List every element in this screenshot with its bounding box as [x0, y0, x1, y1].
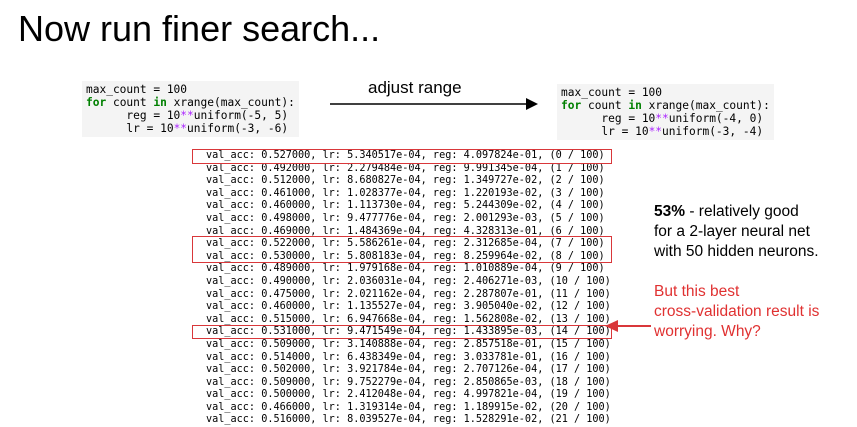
output-line: val_acc: 0.461000, lr: 1.028377e-04, reg… — [206, 187, 605, 199]
output-line: val_acc: 0.516000, lr: 8.039527e-04, reg… — [206, 414, 611, 426]
output-line: val_acc: 0.500000, lr: 2.412048e-04, reg… — [206, 389, 611, 401]
adjust-range-label: adjust range — [368, 78, 462, 97]
output-line: val_acc: 0.460000, lr: 1.113730e-04, reg… — [206, 200, 605, 212]
output-line: val_acc: 0.509000, lr: 9.752279e-04, reg… — [206, 376, 611, 388]
output-line: val_acc: 0.522000, lr: 5.586261e-04, reg… — [206, 238, 605, 250]
warning-note: But this best cross-validation result is… — [654, 283, 820, 340]
slide-title: Now run finer search... — [18, 8, 381, 49]
search-output-log: val_acc: 0.527000, lr: 5.340517e-04, reg… — [206, 150, 611, 427]
red-left-arrow-icon — [605, 320, 651, 332]
output-line: val_acc: 0.489000, lr: 1.979168e-04, reg… — [206, 263, 605, 275]
right-arrow-icon — [330, 98, 538, 110]
highlight-box-run-14 — [192, 325, 612, 339]
output-line: val_acc: 0.490000, lr: 2.036031e-04, reg… — [206, 275, 611, 287]
output-line: val_acc: 0.498000, lr: 9.477776e-04, reg… — [206, 212, 605, 224]
output-line: val_acc: 0.502000, lr: 3.921784e-04, reg… — [206, 364, 611, 376]
result-note: 53% - relatively good for a 2-layer neur… — [654, 203, 819, 260]
output-line: val_acc: 0.469000, lr: 1.484369e-04, reg… — [206, 225, 605, 237]
highlight-box-runs-7-8 — [192, 236, 612, 263]
code-block-adjusted: max_count = 100 for count in xrange(max_… — [557, 84, 774, 140]
output-line: val_acc: 0.475000, lr: 2.021162e-04, reg… — [206, 288, 611, 300]
code-block-original: max_count = 100 for count in xrange(max_… — [82, 81, 299, 137]
output-line: val_acc: 0.515000, lr: 6.947668e-04, reg… — [206, 313, 611, 325]
output-line: val_acc: 0.460000, lr: 1.135527e-04, reg… — [206, 301, 611, 313]
output-line: val_acc: 0.531000, lr: 9.471549e-04, reg… — [206, 326, 611, 338]
output-line: val_acc: 0.527000, lr: 5.340517e-04, reg… — [206, 150, 605, 161]
output-line: val_acc: 0.466000, lr: 1.319314e-04, reg… — [206, 401, 611, 413]
output-line: val_acc: 0.509000, lr: 3.140888e-04, reg… — [206, 338, 611, 350]
output-line: val_acc: 0.492000, lr: 2.279484e-04, reg… — [206, 162, 605, 174]
highlight-box-run-0 — [192, 149, 612, 164]
output-line: val_acc: 0.512000, lr: 8.680827e-04, reg… — [206, 175, 605, 187]
output-line: val_acc: 0.530000, lr: 5.808183e-04, reg… — [206, 250, 605, 262]
output-line: val_acc: 0.514000, lr: 6.438349e-04, reg… — [206, 351, 611, 363]
